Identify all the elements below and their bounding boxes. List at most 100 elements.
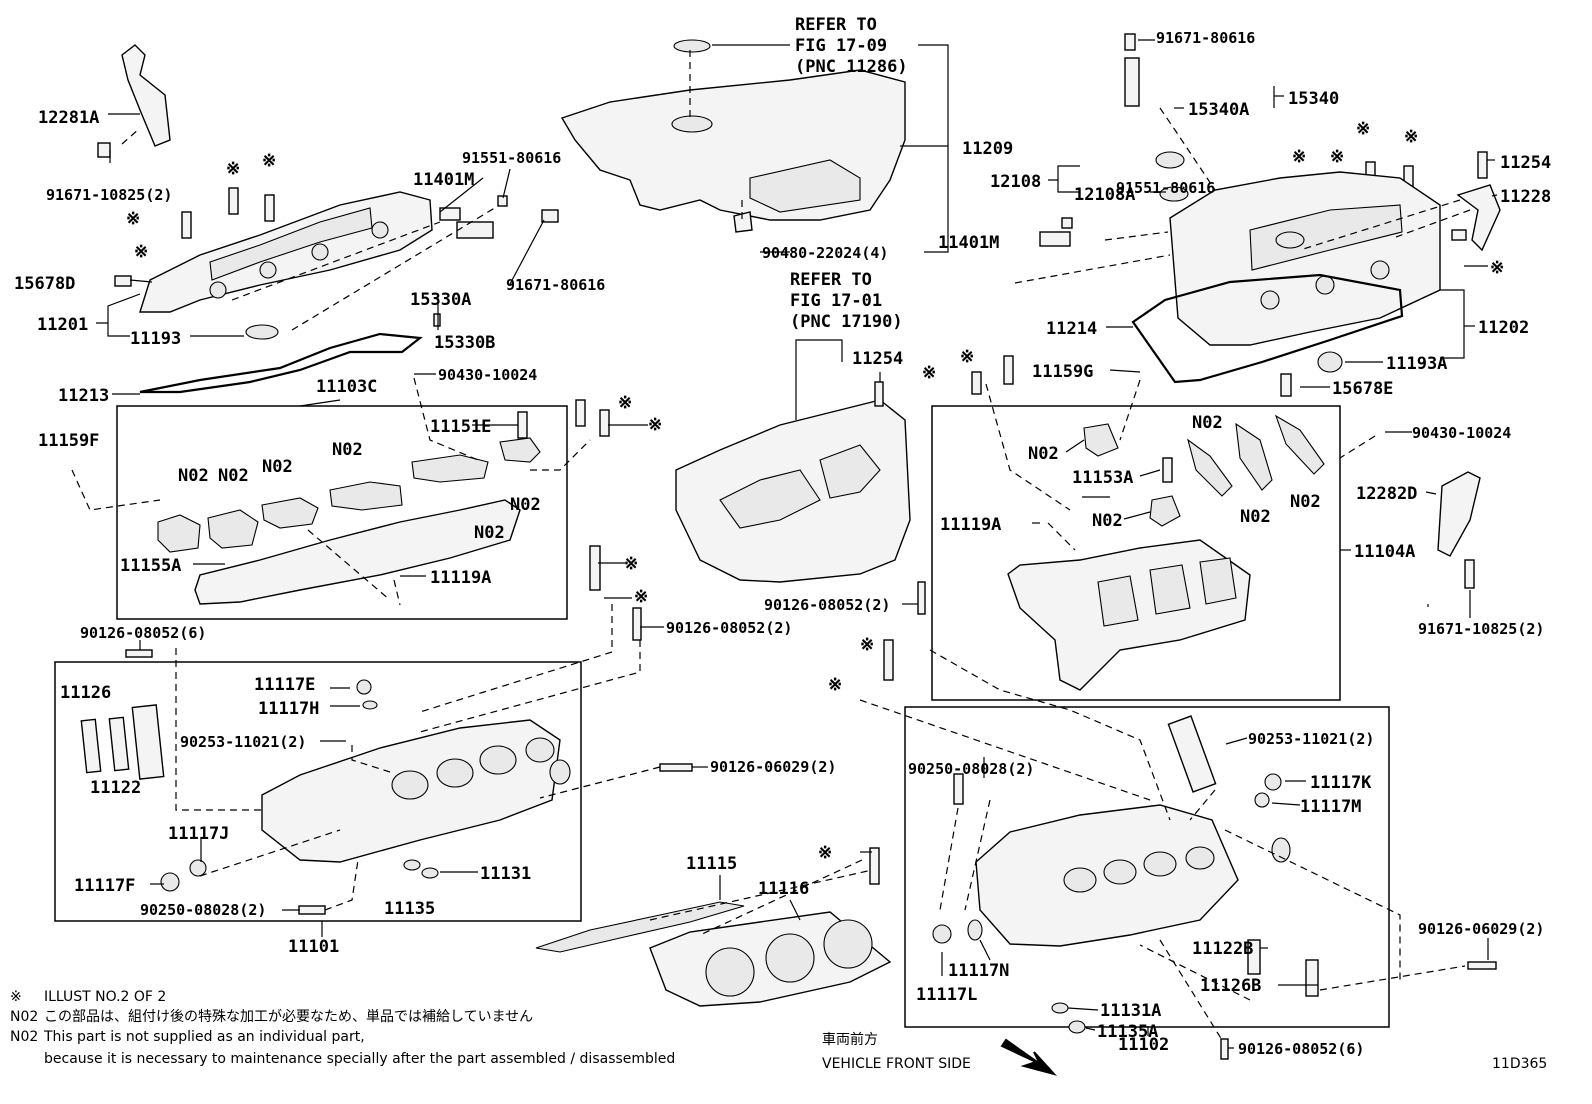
part-label: 90250-08028(2) [908,760,1034,778]
note-n02-en2: because it is necessary to maintenance s… [44,1051,675,1067]
part-labels: REFER TO FIG 17-09 (PNC 11286) REFER TO … [14,15,1551,1058]
part-label: 11159G [1032,362,1093,382]
note-symbol: ※ [618,393,632,413]
n02-labels: N02 N02 N02 N02 N02 N02 N02 N02 N02 N02 … [178,413,1321,543]
note-illust: ILLUST NO.2 OF 2 [44,989,166,1005]
bracket-12282d-drawing [1437,471,1481,557]
note-symbol: ※ [860,635,874,655]
part-label: 11122 [90,778,141,798]
part-label: 11401M [413,170,474,190]
note-n02-code: N02 [10,1029,38,1045]
bracket-11228-drawing [1456,184,1501,252]
n02-label: N02 [1028,444,1059,464]
n02-label: N02 [1192,413,1223,433]
part-label: 90126-08052(2) [764,596,890,614]
note-symbol: ※ [1330,147,1344,167]
note-symbol: ※ [262,151,276,171]
part-label: 11135 [384,899,435,919]
part-label: 11135A [1097,1022,1158,1042]
part-label: 11228 [1500,187,1551,207]
note-symbol: ※ [960,347,974,367]
part-label: 11117M [1300,797,1361,817]
refer-line-2: FIG 17-01 [790,291,882,311]
part-label: 90430-10024 [438,366,537,384]
n02-label: N02 [1290,492,1321,512]
note-symbol: ※ [126,209,140,229]
front-side-en: VEHICLE FRONT SIDE [822,1056,971,1072]
part-label: 11202 [1478,318,1529,338]
refer-line-2: FIG 17-09 [795,36,887,56]
part-label: 11117E [254,675,315,695]
n02-label: N02 [178,466,209,486]
part-label: 15678E [1332,379,1393,399]
refer-line-3: (PNC 11286) [795,57,908,77]
part-label: 11119A [940,515,1001,535]
refer-line-3: (PNC 17190) [790,312,903,332]
diagram-code: 11D365 [1492,1056,1547,1072]
part-label: 15340A [1188,100,1249,120]
part-label: 11126B [1200,976,1261,996]
note-symbol: ※ [1356,119,1370,139]
part-label: 11159F [38,431,99,451]
part-label: 11119A [430,568,491,588]
cam-housing-right-drawing [1007,414,1325,691]
note-n02-jp: この部品は、組付け後の特殊な加工が必要なため、単品では補給していません [44,1009,533,1025]
front-side-jp: 車両前方 [822,1031,878,1048]
note-symbol: ※ [828,675,842,695]
note-symbol: ※ [1490,258,1504,278]
part-label: 15678D [14,274,75,294]
part-label: 11116 [758,879,809,899]
n02-label: N02 [1240,507,1271,527]
part-label: 91551-80616 [1116,179,1215,197]
part-label: 11126 [60,683,111,703]
part-label: 11117H [258,699,319,719]
special-symbols: ※ ※ ※ ※ ※ ※ ※ ※ ※ ※ ※ ※ ※ ※ ※ ※ ※ ※ [126,119,1504,863]
n02-label: N02 [262,457,293,477]
part-label: 11117J [168,824,229,844]
box-11104a [931,405,1341,701]
n02-label: N02 [1092,511,1123,531]
part-label: 11254 [852,349,903,369]
n02-label: N02 [218,466,249,486]
part-label: 91671-80616 [1156,29,1255,47]
note-n02-en1: This part is not supplied as an individu… [43,1029,365,1045]
part-label: 91551-80616 [462,149,561,167]
gasket-11116-drawing [649,911,892,1007]
cylinder-head-left-drawing [80,679,571,892]
refer-line-1: REFER TO [790,270,872,290]
part-label: 15330A [410,290,471,310]
note-symbol: ※ [134,242,148,262]
part-label: 11214 [1046,319,1097,339]
part-label: 15340 [1288,89,1339,109]
part-label: 91671-10825(2) [46,186,172,204]
part-label: 11131A [1100,1001,1161,1021]
n02-label: N02 [474,523,505,543]
part-label: 15330B [434,333,495,353]
part-label: 90126-06029(2) [710,758,836,776]
part-label: 11117N [948,961,1009,981]
part-label: 12281A [38,108,99,128]
note-symbol: ※ [624,554,638,574]
part-label: 12108A [1074,185,1135,205]
part-label: 11131 [480,864,531,884]
part-label: 91671-10825(2) [1418,620,1544,638]
note-symbol: ※ [818,843,832,863]
cylinder-head-right-drawing [932,715,1291,1034]
note-symbol-marker: ※ [10,989,22,1005]
part-label: 90250-08028(2) [140,901,266,919]
box-11102 [904,706,1390,1028]
part-label: 90126-06029(2) [1418,920,1544,938]
part-label: 11201 [37,315,88,335]
right-head-cover-drawing [1155,151,1441,373]
part-label: 11155A [120,556,181,576]
note-symbol: ※ [634,587,648,607]
n02-label: N02 [332,440,363,460]
note-symbol: ※ [226,159,240,179]
note-symbol: ※ [922,363,936,383]
front-direction-arrow-icon [1000,1038,1058,1076]
part-label: 11104A [1354,542,1415,562]
leader-lines [71,39,1498,1049]
box-11101 [54,661,582,922]
